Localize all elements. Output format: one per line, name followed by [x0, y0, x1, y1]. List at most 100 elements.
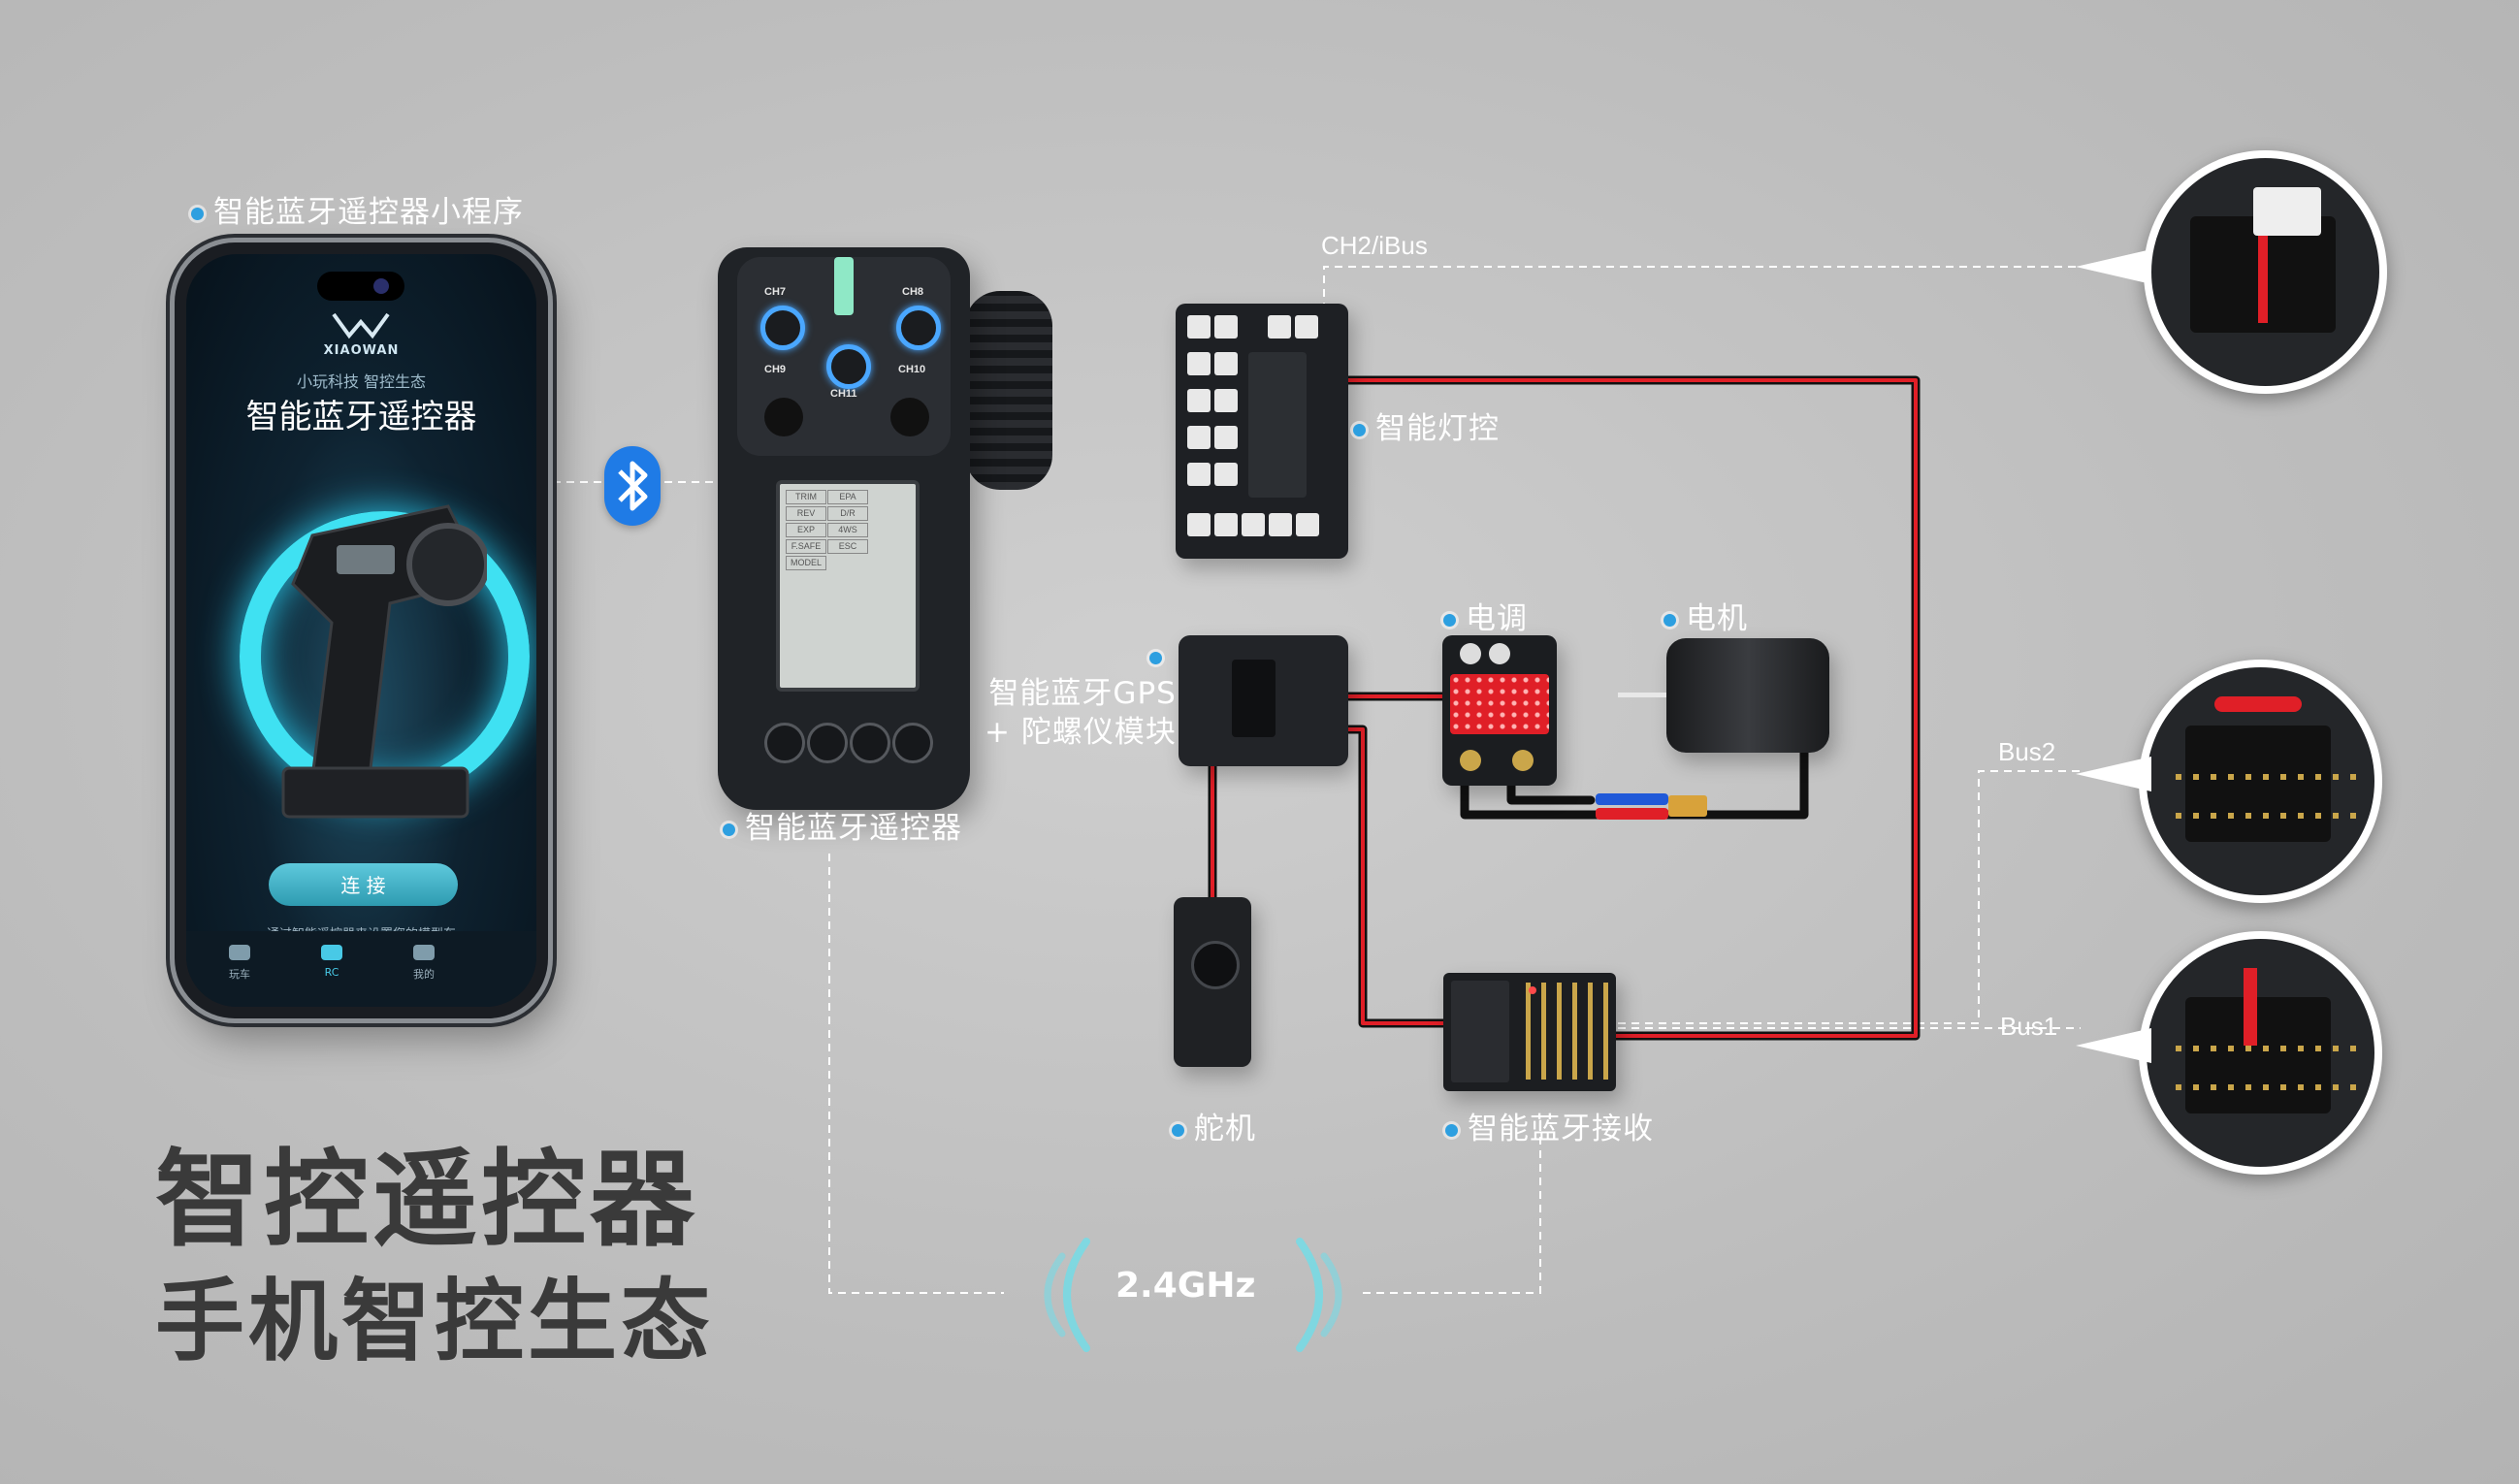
tab-mine[interactable]: 我的	[395, 945, 453, 982]
esc-terminal	[1489, 643, 1510, 664]
ch2-ibus-label: CH2/iBus	[1321, 231, 1428, 260]
steering-wheel	[965, 291, 1052, 490]
motor	[1618, 638, 1829, 753]
ch11-label: CH11	[830, 388, 857, 400]
bullet-dot	[1353, 424, 1366, 436]
bus2-label: Bus2	[1998, 737, 2056, 766]
zoom-wire	[2244, 968, 2257, 1046]
board-led-cell	[1214, 352, 1238, 375]
zoom-wire	[2214, 696, 2302, 712]
bluetooth-icon	[604, 446, 661, 526]
lcd-menu-item: 4WS	[827, 523, 868, 537]
tab-bar: 玩车 RC 我的	[186, 931, 536, 1007]
motor-shaft	[1618, 693, 1666, 697]
board-led-cell	[1187, 426, 1211, 449]
car-icon	[229, 945, 250, 960]
gps-connector	[1232, 660, 1276, 737]
zoom-pointer	[2076, 249, 2151, 284]
user-icon	[413, 945, 435, 960]
smartphone: XIAOWAN 小玩科技 智控生态 智能蓝牙遥控器 连 接 通过智能遥控器来设置…	[175, 242, 548, 1018]
bullet-dot	[191, 208, 204, 220]
esc-module	[1442, 635, 1557, 786]
board-led-cell	[1242, 513, 1265, 536]
board-led-cell	[1187, 513, 1211, 536]
ch10-dial[interactable]	[890, 398, 929, 436]
esc-caption: 电调	[1443, 594, 1528, 637]
esc-connector	[1460, 750, 1481, 771]
app-title: 智能蓝牙遥控器	[245, 398, 477, 436]
zoom-ch2-connector	[2144, 150, 2387, 394]
xiaowan-logo-icon	[332, 312, 390, 339]
lcd-menu-item: F.SAFE	[786, 539, 826, 554]
board-led-cell	[1214, 315, 1238, 339]
phone-screen: XIAOWAN 小玩科技 智控生态 智能蓝牙遥控器 连 接 通过智能遥控器来设置…	[186, 254, 536, 1007]
receiver-caption: 智能蓝牙接收	[1445, 1104, 1654, 1147]
esc-connector	[1512, 750, 1534, 771]
lcd-menu-item: MODEL	[786, 556, 826, 570]
ch8-knob[interactable]	[896, 306, 941, 350]
servo-horn	[1191, 941, 1240, 989]
receiver-led	[1529, 986, 1536, 994]
bullet-dot	[1172, 1124, 1184, 1137]
gps-module	[1179, 635, 1348, 766]
ch9-label: CH9	[764, 364, 787, 375]
servo	[1174, 897, 1251, 1067]
board-led-cell	[1187, 389, 1211, 412]
transmitter-caption: 智能蓝牙遥控器	[723, 803, 962, 847]
ch10-label: CH10	[898, 364, 926, 375]
transmitter-button-4[interactable]	[892, 723, 933, 763]
zoom-pointer	[2076, 757, 2151, 791]
zoom-wire	[2258, 236, 2268, 323]
esc-terminal	[1460, 643, 1481, 664]
board-led-cell	[1187, 352, 1211, 375]
ch9-dial[interactable]	[764, 398, 803, 436]
board-led-cell	[1187, 463, 1211, 486]
app-tagline: 小玩科技 智控生态	[296, 372, 427, 391]
transmitter-button-2[interactable]	[807, 723, 848, 763]
phone-caption: 智能蓝牙遥控器小程序	[191, 187, 524, 231]
tab-play[interactable]: 玩车	[210, 945, 269, 982]
board-led-cell	[1268, 315, 1291, 339]
receiver-label-area	[1451, 981, 1509, 1082]
board-led-cell	[1295, 315, 1318, 339]
bus1-label: Bus1	[2000, 1012, 2058, 1041]
lcd-menu-item: EXP	[786, 523, 826, 537]
board-led-cell	[1187, 315, 1211, 339]
transmitter-button-3[interactable]	[850, 723, 890, 763]
headline-sub: 手机智控生态	[155, 1270, 715, 1373]
lcd-menu-item: TRIM	[786, 490, 826, 504]
board-led-cell	[1214, 389, 1238, 412]
lcd-menu-item: ESC	[827, 539, 868, 554]
esc-heatsink	[1450, 674, 1549, 734]
board-led-cell	[1269, 513, 1292, 536]
frequency-label: 2.4GHz	[1115, 1266, 1256, 1306]
gps-caption: 智能蓝牙GPS + 陀螺仪模块	[985, 676, 1177, 750]
bullet-dot	[1443, 614, 1456, 627]
tab-rc[interactable]: RC	[303, 945, 361, 979]
connect-button[interactable]: 连 接	[269, 863, 458, 906]
light-control-board	[1176, 304, 1348, 559]
ch7-knob[interactable]	[760, 306, 805, 350]
board-led-cell	[1214, 426, 1238, 449]
ch8-label: CH8	[902, 286, 924, 298]
dashed-freq-left	[828, 854, 1004, 1294]
brand-name: XIAOWAN	[323, 343, 400, 358]
lcd-menu-item: EPA	[827, 490, 868, 504]
bullet-dot	[723, 823, 735, 836]
board-led-cell	[1214, 513, 1238, 536]
transmitter-button-1[interactable]	[764, 723, 805, 763]
dashed-ch2	[1323, 266, 2081, 378]
servo-caption: 舵机	[1172, 1104, 1256, 1147]
bullet-dot	[1445, 1124, 1458, 1137]
receiver	[1443, 973, 1616, 1091]
ch7-label: CH7	[764, 286, 787, 298]
indicator-light	[834, 257, 854, 315]
motor-caption: 电机	[1663, 594, 1748, 637]
signal-waves-right-icon	[1296, 1238, 1342, 1352]
ch11-knob[interactable]	[826, 344, 871, 389]
transmitter-render-icon	[281, 504, 487, 819]
signal-waves-left-icon	[1044, 1238, 1090, 1352]
